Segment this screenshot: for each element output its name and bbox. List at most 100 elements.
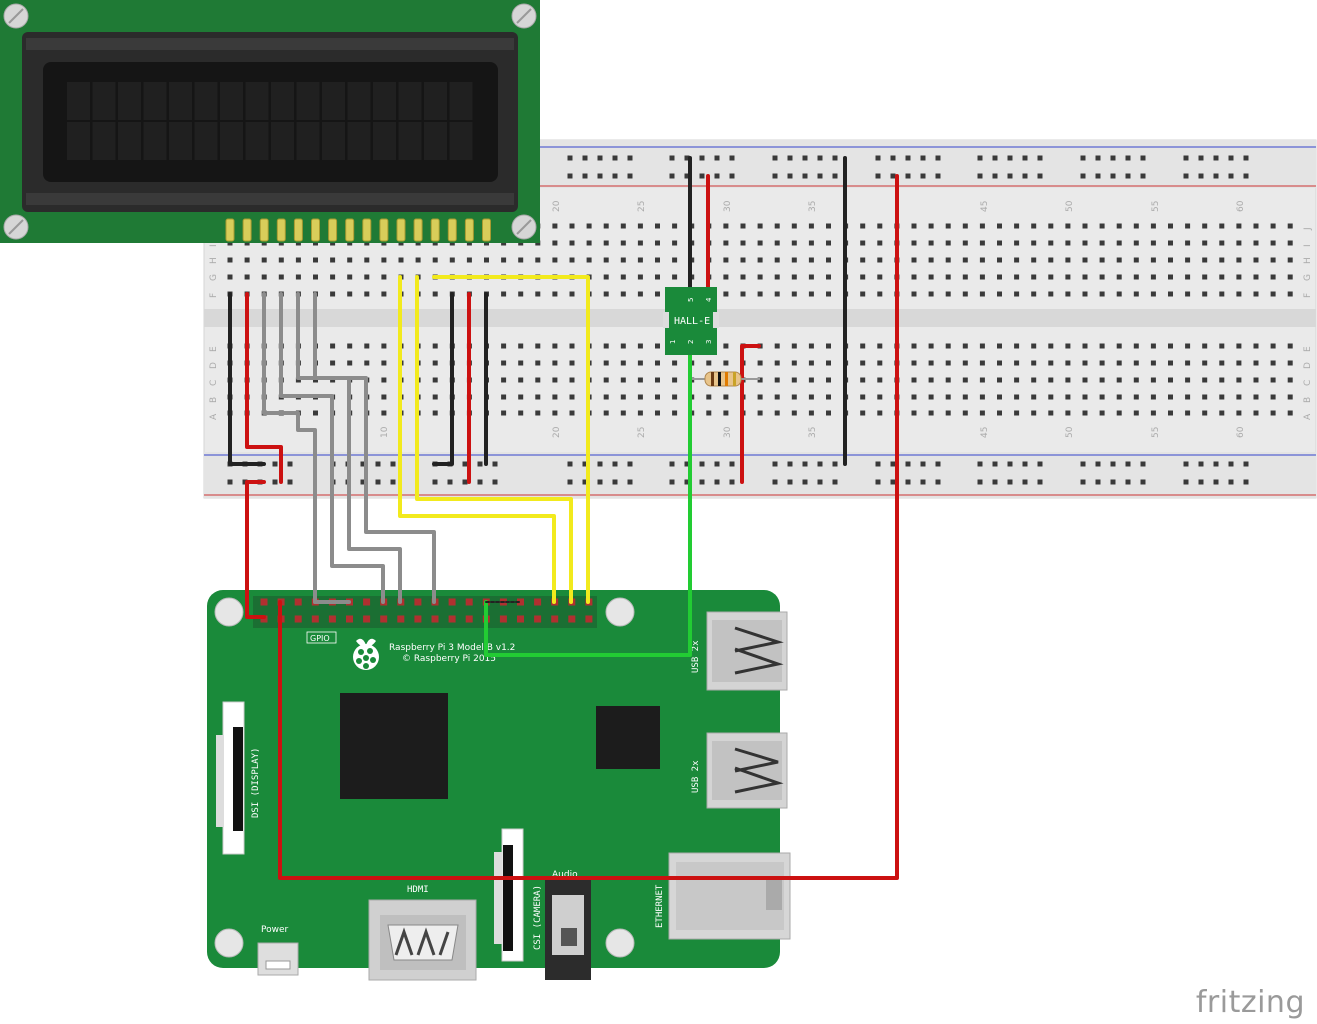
rail-hole: [1198, 479, 1204, 485]
column-number: 20: [552, 426, 562, 438]
breadboard-hole: [518, 394, 524, 400]
hdmi-label: HDMI: [407, 885, 429, 895]
breadboard-hole: [655, 240, 660, 246]
breadboard-hole: [911, 343, 917, 349]
breadboard-hole: [432, 343, 438, 349]
breadboard-hole: [1236, 360, 1242, 366]
breadboard-hole: [962, 291, 968, 297]
row-letter: F: [1303, 293, 1313, 298]
lcd-character-cell: [373, 122, 396, 160]
row-letter: A: [209, 413, 219, 420]
breadboard-hole: [655, 223, 660, 229]
rail-hole: [714, 155, 720, 161]
power-port: [257, 942, 299, 976]
breadboard-hole: [979, 377, 985, 383]
breadboard-hole: [1219, 410, 1225, 416]
breadboard-hole: [997, 223, 1002, 229]
rail-hole: [390, 461, 396, 467]
breadboard-hole: [979, 291, 985, 297]
breadboard-hole: [774, 410, 780, 416]
gpio-pin: [448, 615, 456, 623]
breadboard-hole: [1185, 240, 1191, 246]
rail-hole: [1228, 461, 1234, 467]
breadboard-hole: [962, 394, 968, 400]
breadboard-hole: [1065, 257, 1071, 263]
row-letter: D: [209, 362, 219, 369]
breadboard-hole: [603, 410, 609, 416]
breadboard-hole: [1219, 360, 1225, 366]
breadboard-hole: [381, 410, 387, 416]
row-letter: E: [209, 346, 219, 352]
gpio-pin: [363, 598, 371, 606]
breadboard-hole: [535, 291, 541, 297]
breadboard-hole: [911, 410, 917, 416]
breadboard-hole: [1168, 240, 1173, 246]
breadboard-hole: [997, 410, 1002, 416]
breadboard-hole: [860, 240, 866, 246]
breadboard-hole: [620, 394, 626, 400]
breadboard-hole: [1116, 343, 1122, 349]
breadboard-hole: [432, 394, 438, 400]
breadboard-hole: [1168, 360, 1173, 366]
breadboard-hole: [1150, 240, 1156, 246]
breadboard-hole: [535, 394, 541, 400]
raspberry-logo-icon: [353, 638, 379, 670]
breadboard-hole: [1253, 291, 1259, 297]
rail-hole: [1183, 173, 1189, 179]
breadboard-hole: [586, 257, 592, 263]
breadboard-hole: [620, 257, 626, 263]
column-number: 45: [980, 427, 990, 438]
breadboard-hole: [979, 240, 985, 246]
lcd-character-cell: [169, 82, 192, 120]
breadboard-hole: [723, 274, 729, 280]
breadboard-hole: [808, 240, 814, 246]
rail-hole: [875, 155, 881, 161]
rail-hole: [729, 479, 735, 485]
breadboard-hole: [432, 257, 438, 263]
breadboard-hole: [757, 291, 763, 297]
lcd-character-cell: [169, 122, 192, 160]
breadboard-hole: [877, 257, 883, 263]
breadboard-hole: [860, 410, 866, 416]
breadboard-hole: [484, 257, 489, 263]
breadboard-hole: [637, 360, 643, 366]
breadboard-hole: [1065, 360, 1071, 366]
usb-port: [706, 611, 788, 691]
rail-hole: [287, 479, 293, 485]
rail-hole: [817, 461, 823, 467]
rail-hole: [1228, 155, 1234, 161]
mounting-hole: [214, 597, 244, 627]
raspberry-pi-board: GPIO Raspberry Pi 3 Model B v1.2 © Raspb…: [207, 590, 791, 981]
rail-hole: [1213, 479, 1219, 485]
column-number: 60: [1236, 200, 1246, 212]
breadboard-hole: [877, 291, 883, 297]
breadboard-hole: [1270, 410, 1276, 416]
breadboard-hole: [791, 291, 797, 297]
breadboard-hole: [979, 394, 985, 400]
breadboard-hole: [791, 223, 797, 229]
breadboard-hole: [808, 223, 814, 229]
rail-hole: [432, 479, 438, 485]
breadboard-hole: [774, 223, 780, 229]
lcd-character-cell: [347, 82, 371, 120]
screw-icon: [3, 3, 29, 29]
breadboard-hole: [364, 343, 370, 349]
rail-hole: [1022, 461, 1028, 467]
breadboard-hole: [501, 291, 507, 297]
breadboard-hole: [1168, 394, 1173, 400]
breadboard-hole: [1099, 343, 1105, 349]
breadboard-hole: [826, 410, 831, 416]
breadboard-hole: [808, 343, 814, 349]
breadboard-hole: [911, 377, 917, 383]
breadboard-hole: [518, 291, 524, 297]
breadboard-hole: [1082, 240, 1088, 246]
rail-hole: [1243, 479, 1249, 485]
breadboard-hole: [569, 360, 575, 366]
rail-hole: [360, 461, 366, 467]
breadboard-hole: [364, 291, 370, 297]
rail-hole: [1080, 461, 1086, 467]
breadboard-hole: [535, 360, 541, 366]
breadboard-hole: [535, 377, 541, 383]
rail-hole: [1080, 479, 1086, 485]
rail-hole: [977, 155, 983, 161]
